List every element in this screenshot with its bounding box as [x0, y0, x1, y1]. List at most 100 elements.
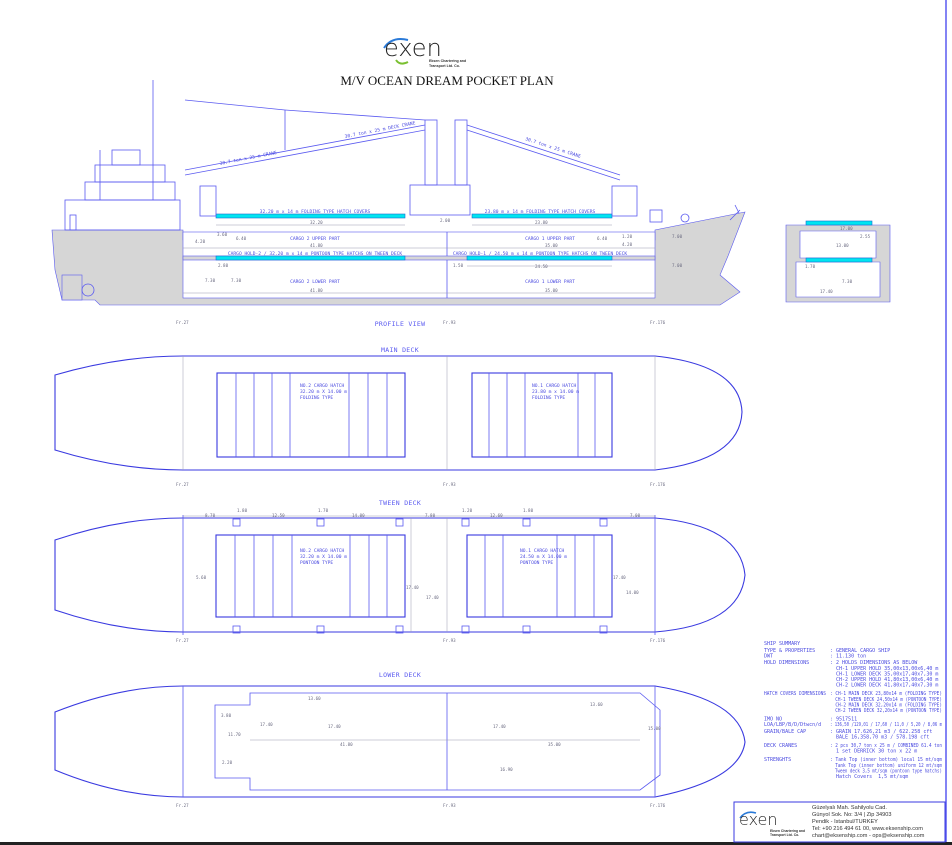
dim-label: 11.70	[228, 732, 241, 737]
summary-value: CH-2 TWEEN DECK 32,20x14 m (PONTOON TYPE…	[830, 708, 942, 714]
hatch-label: PONTOON TYPE	[300, 560, 333, 566]
dim-label: 17.40	[426, 595, 439, 600]
summary-value: CH-1 TWEEN DECK 24,50x14 m (PONTOON TYPE…	[830, 697, 942, 703]
no1-hatch-main	[471, 372, 613, 458]
dim-label: 41.80	[340, 742, 353, 747]
hold1-lower-label: CARGO 1 LOWER PART	[525, 279, 575, 285]
summary-value: : 136,50 /129,01 / 17,60 / 11,0 / 5,20 /…	[830, 722, 942, 728]
summary-key: TYPE & PROPERTIES	[764, 648, 815, 654]
frame-label: Fr.176	[650, 320, 666, 325]
summary-value: CH-2 MAIN DECK 32,20x14 m (FOLDING TYPE)	[830, 702, 942, 708]
crane-label-left: 30.7 ton x 25 m CRANE	[219, 150, 277, 167]
frame-label: Fr.27	[176, 803, 189, 808]
footer-logo-text: exen	[739, 810, 778, 829]
hold1-upper-label: CARGO 1 UPPER PART	[525, 236, 575, 242]
dim-label: 24.50	[535, 264, 548, 269]
footer-logo-swoosh	[739, 811, 757, 819]
frame-label: Fr.27	[176, 320, 189, 325]
profile-view-label: PROFILE VIEW	[375, 320, 426, 328]
dim-label: 35.00	[545, 243, 558, 248]
summary-heading: SHIP SUMMARY	[764, 641, 800, 647]
dim-label: 17.40	[328, 724, 341, 729]
frame-label: Fr.93	[443, 803, 456, 808]
dim-label: 2.20	[222, 760, 233, 765]
midship-section: 17.00 2.55 13.00 17.40 7.30 1.70	[785, 220, 891, 303]
logo-subtitle-2: Transport Ltd. Co.	[429, 64, 460, 68]
address-line: Güzelyalı Mah. Sahilyolu Cad.	[812, 805, 887, 811]
dim-label: 3.60	[217, 232, 228, 237]
dim-label: 1.80	[237, 508, 248, 513]
hatch-label: 23.80 m x 14.00 m	[532, 389, 579, 395]
dim-label: 17.40	[493, 724, 506, 729]
dim-label: 17.00	[840, 226, 853, 231]
dim-label: 7.00	[630, 513, 641, 518]
hatch-label: FOLDING TYPE	[300, 395, 333, 401]
frame-label: Fr.93	[443, 482, 456, 487]
lower-deck-plan: 13.60 17.40 17.40 41.80 35.00 2.20 3.80 …	[54, 685, 746, 798]
dim-label: 17.40	[613, 575, 626, 580]
tween-deck-line	[182, 255, 656, 261]
dim-label: 35.00	[548, 742, 561, 747]
dim-label: 2.00	[440, 218, 451, 223]
dim-label: 1.80	[523, 508, 534, 513]
dim-label: 35.00	[545, 288, 558, 293]
dim-label: 14.00	[626, 590, 639, 595]
address-line: Pendik - Istanbul/TURKEY	[812, 819, 878, 825]
summary-value: CH-1 UPPER HOLD 35,00x13,00x6,40 m	[830, 666, 938, 672]
dim-label: 7.30	[205, 278, 216, 283]
summary-key: HOLD DIMENSIONS	[764, 660, 809, 666]
hatch-label: PONTOON TYPE	[520, 560, 553, 566]
footer-logo-sub2: Transport Ltd. Co.	[770, 833, 799, 837]
dim-label: 41.80	[310, 243, 323, 248]
summary-key: HATCH COVERS DIMENSIONS	[764, 691, 826, 697]
summary-key: STRENGHTS	[764, 757, 791, 763]
hatch-label: 32.20 m X 14.00 m	[300, 554, 347, 560]
dim-label: 7.30	[842, 279, 853, 284]
hatch-label: NO.1 CARGO HATCH	[520, 548, 564, 554]
hold2-upper-label: CARGO 2 UPPER PART	[290, 236, 340, 242]
dim-label: 7.00	[672, 234, 683, 239]
summary-value: BALE 16,358,70 m3 / 578.198 cft	[830, 734, 929, 740]
hatch-label: 24.50 m X 14.00 m	[520, 554, 567, 560]
dim-label: 6.40	[597, 236, 608, 241]
dim-label: 2.80	[218, 263, 229, 268]
superstructure	[61, 80, 181, 301]
summary-value: : 2 pcs 30,7 ton x 25 m / COMBINED 61.4 …	[830, 743, 942, 749]
dim-label: 16.90	[500, 767, 513, 772]
dim-label: 1.50	[453, 263, 464, 268]
bottom-border	[0, 842, 952, 845]
summary-value: Tank Top (inner bottom) uniform 12 mt/sq…	[830, 763, 942, 769]
no2-hatch-tween	[215, 534, 406, 618]
summary-value: Tween deck 3,5 mt/sqm (pontoon type hatc…	[830, 768, 942, 774]
dim-label: 17.40	[406, 585, 419, 590]
cargo-holds-area	[182, 231, 656, 299]
page-title: M/V OCEAN DREAM POCKET PLAN	[340, 73, 554, 88]
dim-label: 17.40	[260, 722, 273, 727]
dim-label: 1.70	[318, 508, 329, 513]
footer-logo-sub1: Eksen Chartering and	[770, 829, 805, 833]
dim-label: 15.00	[648, 726, 661, 731]
dim-label: 1.20	[462, 508, 473, 513]
no2-hatch-main	[216, 372, 406, 458]
summary-value: : 9517511	[830, 717, 857, 723]
frame-label: Fr.27	[176, 638, 189, 643]
summary-value: 1 set DERRICK 30 ton x 22 m	[830, 749, 917, 755]
summary-value: Hatch Covers 1,5 mt/sqm	[830, 774, 908, 780]
logo-swoosh-blue	[383, 38, 409, 49]
dim-label: 5.60	[196, 575, 207, 580]
summary-value: : 11.130 ton	[830, 654, 866, 660]
frame-labels: Fr.27 Fr.93 Fr.176 Fr.27 Fr.93 Fr.176 Fr…	[176, 320, 666, 808]
summary-value: : GRAIN 17.626,21 m3 / 622.258 cft	[830, 729, 932, 735]
dim-label: 17.40	[820, 289, 833, 294]
summary-value: : Tank Top (inner bottom) local 15 mt/sq…	[830, 757, 942, 763]
summary-key: GRAIN/BALE CAP	[764, 729, 806, 735]
profile-view: 30.7 ton x 25 m CRANE 30.7 ton x 25 m DE…	[51, 80, 746, 306]
summary-value: : 2 HOLDS DIMENSIONS AS BELOW	[830, 660, 918, 666]
hatch-cover-2-tween	[215, 255, 406, 261]
frame-label: Fr.93	[443, 638, 456, 643]
summary-key: DECK CRANES	[764, 743, 797, 749]
hatch-cover-1-tween	[466, 255, 613, 261]
logo-subtitle-1: Eksen Chartering and	[429, 59, 466, 63]
dim-label: 23.80	[535, 220, 548, 225]
header-logo: exen Eksen Chartering and Transport Ltd.…	[383, 34, 466, 68]
